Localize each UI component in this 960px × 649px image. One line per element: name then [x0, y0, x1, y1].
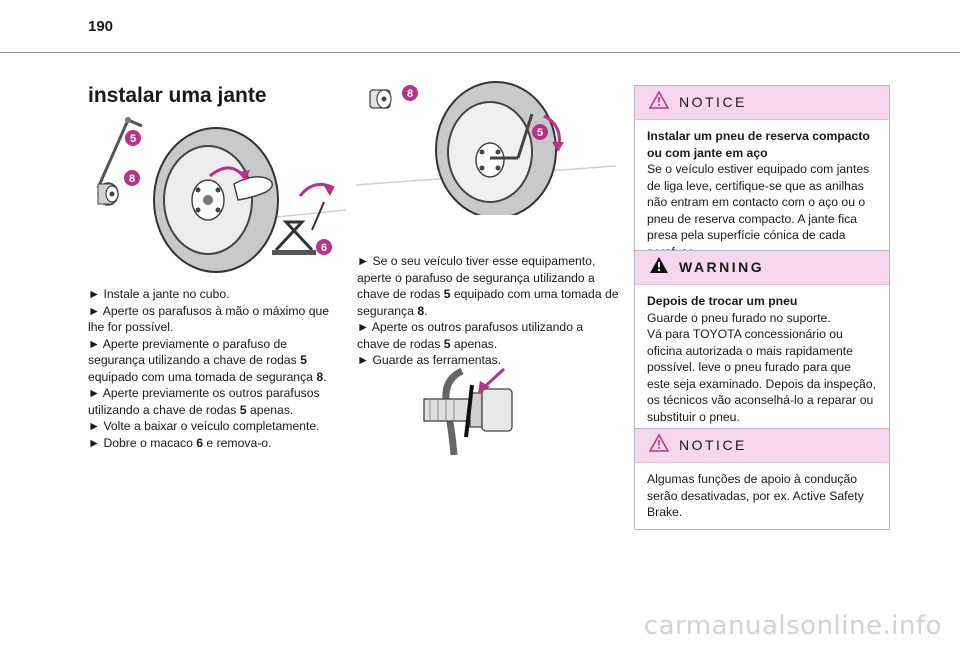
bolt-shank-icon: [423, 398, 471, 422]
notice-callout-driving-aids: NOTICE Algumas funções de apoio à conduç…: [634, 428, 890, 530]
security-socket-icon: [369, 89, 392, 109]
label-8-badge: 8: [129, 173, 135, 185]
reference-number: 5: [239, 402, 247, 417]
scissor-jack-icon: [272, 182, 335, 255]
warning-callout-after-change: WARNING Depois de trocar um pneu Guarde …: [634, 250, 890, 434]
notice-triangle-icon: [648, 433, 670, 457]
step-pretighten-security-bolt: ► Aperte previamente o parafuso de segur…: [88, 336, 327, 384]
wheel-install-illustration: 5 8 6: [86, 110, 346, 280]
wheel-wrench-icon: [490, 113, 534, 160]
reference-number: 5: [300, 353, 307, 367]
step-tighten-other-bolts: ► Aperte os outros parafusos utilizando …: [357, 320, 584, 351]
reference-number: 8: [417, 303, 425, 318]
callout-type-label: NOTICE: [679, 437, 747, 454]
step-tighten-security-bolt: ► Se o seu veículo tiver esse equipament…: [357, 254, 619, 318]
wheel-bolt-illustration: [418, 363, 533, 455]
reference-number: 5: [443, 336, 451, 351]
step-fold-jack: ► Dobre o macaco 6 e remova-o.: [88, 435, 272, 450]
callout-heading: Depois de trocar um pneu: [647, 294, 798, 308]
hand-icon: [233, 176, 273, 201]
section-title: instalar uma jante: [88, 84, 267, 107]
page-number: 190: [88, 18, 114, 35]
step-hand-tighten: ► Aperte os parafusos à mão o máximo que…: [88, 303, 330, 335]
tyre-icon: [435, 81, 557, 215]
label-5-badge: 5: [130, 133, 136, 145]
step-pretighten-other-bolts: ► Aperte previamente os outros parafusos…: [88, 386, 320, 417]
callout-body: Guarde o pneu furado no suporte. Vá para…: [647, 310, 876, 424]
warning-triangle-icon: [649, 256, 669, 279]
header-divider: [0, 52, 960, 53]
callout-type-label: NOTICE: [679, 94, 747, 111]
reference-number: 6: [196, 435, 204, 450]
step-install-rim: ► Instale a jante no cubo.: [88, 287, 230, 301]
washer-icon: [464, 384, 474, 438]
step-store-tools: ► Guarde as ferramentas.: [357, 353, 502, 367]
callout-body: Algumas funções de apoio à condução serã…: [647, 472, 864, 519]
wheel-wrench-icon: [96, 117, 143, 189]
callout-heading: Instalar um pneu de reserva compacto ou …: [647, 129, 870, 160]
reference-number: 8: [316, 369, 324, 384]
notice-triangle-icon: [648, 90, 670, 114]
bolt-head-icon: [481, 388, 513, 432]
tyre-icon: [153, 127, 279, 273]
middle-column-text: ► Se o seu veículo tiver esse equipament…: [357, 253, 619, 369]
step-lower-vehicle: ► Volte a baixar o veículo completamente…: [88, 419, 320, 433]
watermark: carmanualsonline.info: [643, 611, 942, 641]
callout-header: NOTICE: [635, 429, 889, 463]
label-8-badge: 8: [407, 88, 413, 100]
label-6-badge: 6: [321, 242, 327, 254]
left-column-text: ► Instale a jante no cubo. ► Aperte os p…: [88, 286, 343, 451]
label-5-badge: 5: [537, 127, 543, 139]
reference-number: 5: [443, 287, 451, 301]
security-socket-icon: [97, 182, 119, 206]
callout-body: Se o veículo estiver equipado com jantes…: [647, 162, 870, 259]
callout-header: NOTICE: [635, 86, 889, 120]
wheel-tighten-illustration: 8 5: [356, 80, 616, 215]
callout-header: WARNING: [635, 251, 889, 285]
callout-type-label: WARNING: [679, 259, 765, 276]
notice-callout-compact-spare: NOTICE Instalar um pneu de reserva compa…: [634, 85, 890, 269]
